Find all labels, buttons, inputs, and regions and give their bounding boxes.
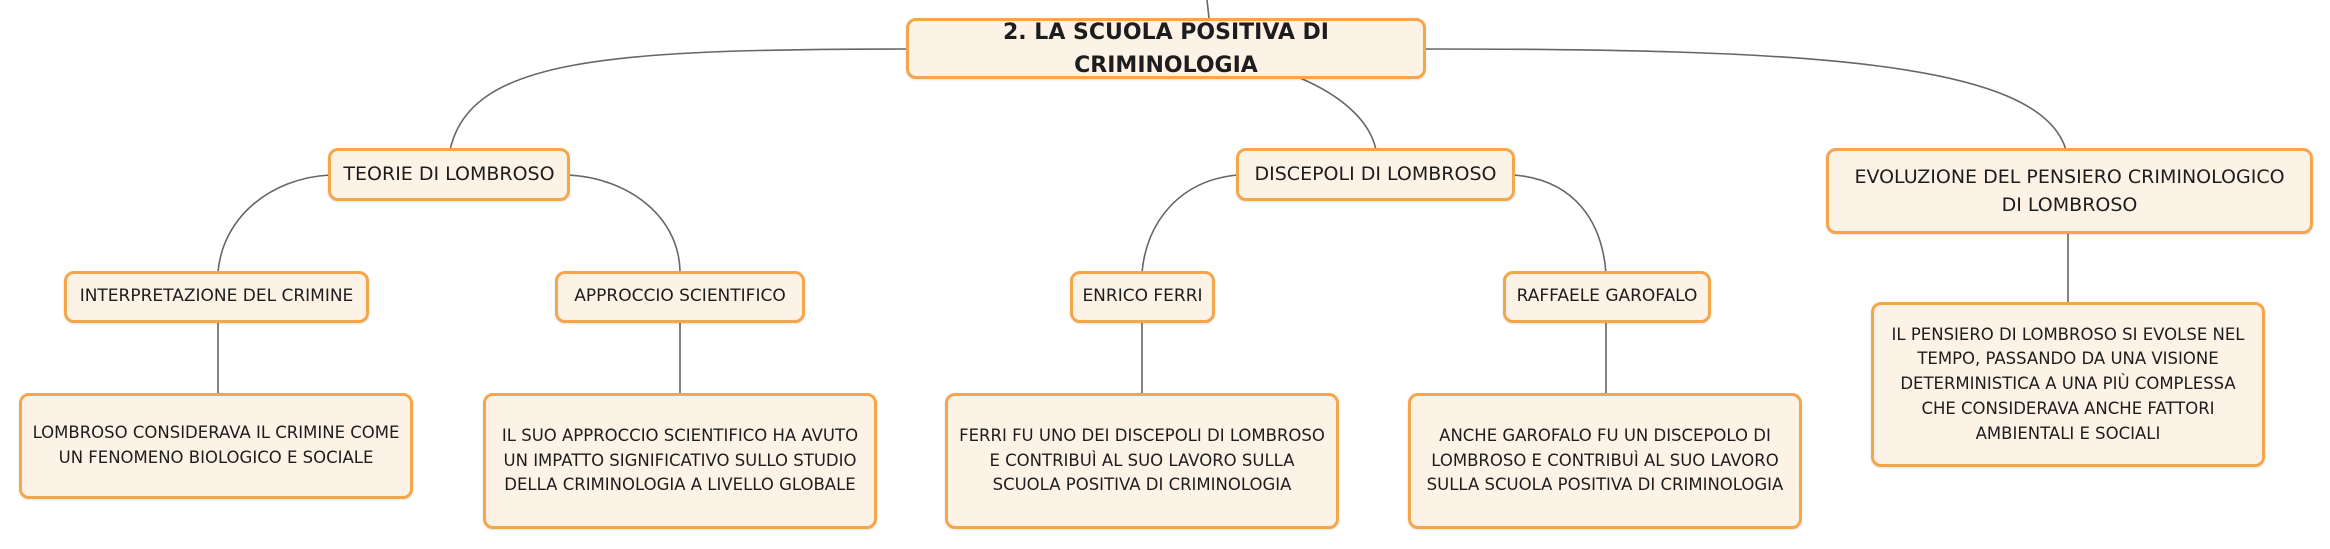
connector-discepoli-ferri — [1141, 174, 1239, 274]
node-discepoli-di-lombroso[interactable]: DISCEPOLI DI LOMBROSO — [1236, 148, 1515, 201]
connector-teorie-approccio — [567, 174, 681, 274]
connector-discepoli-garofalo — [1513, 174, 1607, 274]
node-evoluzione-pensiero[interactable]: EVOLUZIONE DEL PENSIERO CRIMINOLOGICO DI… — [1826, 148, 2313, 234]
node-garofalo-label: RAFFAELE GAROFALO — [1516, 286, 1698, 307]
node-ferri-label: ENRICO FERRI — [1082, 286, 1203, 307]
connector-root-top — [1206, 0, 1210, 19]
node-discepoli-label: DISCEPOLI DI LOMBROSO — [1254, 163, 1497, 186]
detail-approccio[interactable]: IL SUO APPROCCIO SCIENTIFICO HA AVUTO UN… — [483, 393, 877, 529]
node-evoluzione-label: EVOLUZIONE DEL PENSIERO CRIMINOLOGICO DI… — [1854, 165, 2285, 217]
node-teorie-label: TEORIE DI LOMBROSO — [343, 163, 555, 186]
detail-ferri[interactable]: FERRI FU UNO DEI DISCEPOLI DI LOMBROSO E… — [945, 393, 1339, 529]
root-node[interactable]: 2. LA SCUOLA POSITIVA DI CRIMINOLOGIA — [906, 18, 1426, 79]
detail-garofalo-text: ANCHE GAROFALO FU UN DISCEPOLO DI LOMBRO… — [1426, 425, 1784, 495]
node-approccio-label: APPROCCIO SCIENTIFICO — [574, 286, 786, 307]
detail-garofalo[interactable]: ANCHE GAROFALO FU UN DISCEPOLO DI LOMBRO… — [1408, 393, 1802, 529]
node-interpretazione-label: INTERPRETAZIONE DEL CRIMINE — [79, 286, 354, 307]
detail-evoluzione-text: IL PENSIERO DI LOMBROSO SI EVOLSE NEL TE… — [1891, 324, 2245, 443]
detail-interpretazione[interactable]: LOMBROSO CONSIDERAVA IL CRIMINE COME UN … — [19, 393, 413, 499]
root-node-label: 2. LA SCUOLA POSITIVA DI CRIMINOLOGIA — [1002, 19, 1329, 78]
node-enrico-ferri[interactable]: ENRICO FERRI — [1070, 271, 1215, 323]
node-approccio-scientifico[interactable]: APPROCCIO SCIENTIFICO — [555, 271, 805, 323]
detail-interpretazione-text: LOMBROSO CONSIDERAVA IL CRIMINE COME UN … — [32, 423, 400, 467]
detail-approccio-text: IL SUO APPROCCIO SCIENTIFICO HA AVUTO UN… — [501, 425, 859, 495]
node-interpretazione-del-crimine[interactable]: INTERPRETAZIONE DEL CRIMINE — [64, 271, 369, 323]
connector-root-teorie — [449, 48, 907, 151]
connector-root-evoluzione — [1425, 48, 2067, 151]
node-raffaele-garofalo[interactable]: RAFFAELE GAROFALO — [1503, 271, 1711, 323]
connector-root-discepoli — [1299, 77, 1377, 151]
connector-teorie-interpretazione — [217, 174, 331, 274]
detail-ferri-text: FERRI FU UNO DEI DISCEPOLI DI LOMBROSO E… — [959, 425, 1325, 495]
node-teorie-di-lombroso[interactable]: TEORIE DI LOMBROSO — [328, 148, 570, 201]
detail-evoluzione[interactable]: IL PENSIERO DI LOMBROSO SI EVOLSE NEL TE… — [1871, 302, 2265, 467]
